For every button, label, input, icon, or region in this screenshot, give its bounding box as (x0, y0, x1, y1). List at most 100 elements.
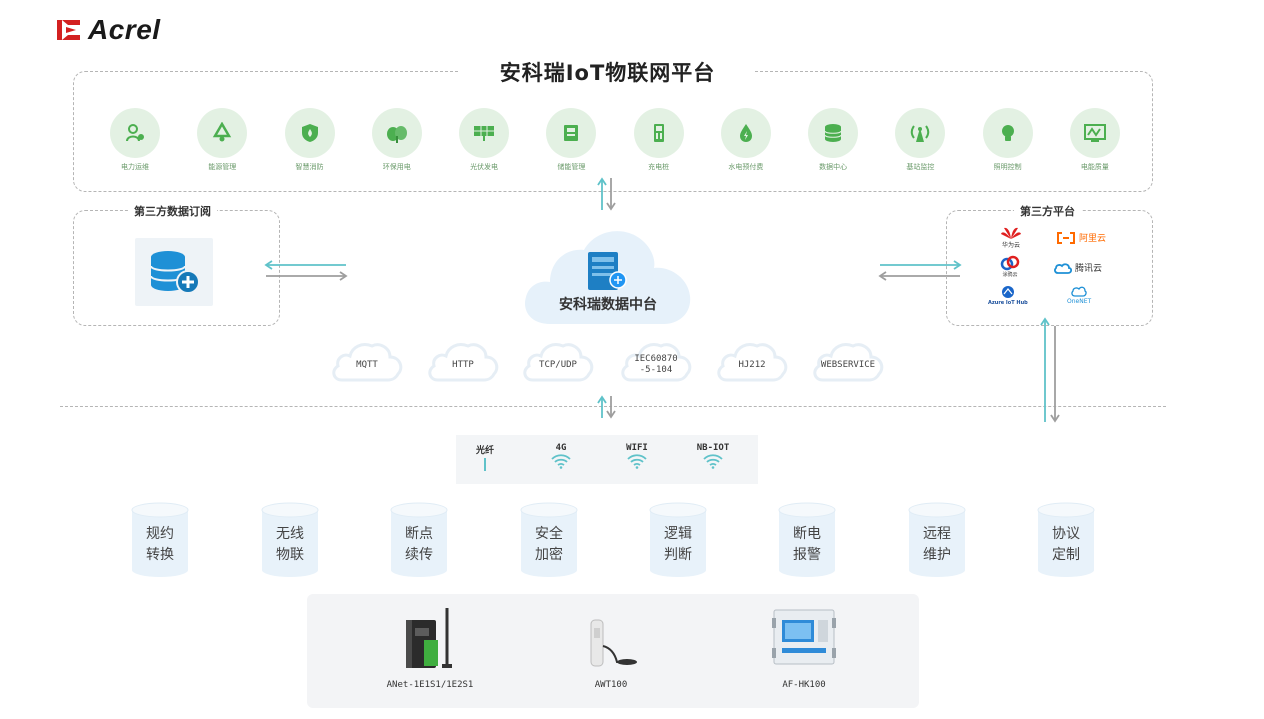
recycle-icon (197, 108, 248, 158)
feature-cylinder[interactable]: 规约转换 (130, 502, 190, 578)
feature-label: 断点续传 (405, 526, 433, 563)
protocol-label: HJ212 (738, 360, 766, 370)
cylinder-shape (778, 502, 836, 577)
feature-cylinder[interactable]: 逻辑判断 (648, 502, 708, 578)
tencent-cloud-logo[interactable]: 腾讯云 (1054, 261, 1102, 274)
protocol-label: WEBSERVICE (820, 360, 876, 370)
storage-icon (546, 108, 597, 158)
azure-icon (1001, 286, 1014, 298)
third-party-platform-box (946, 210, 1153, 326)
tencent-cloud-icon (1054, 262, 1072, 274)
connectivity-label: NB-IOT (696, 443, 730, 453)
third-party-subscription-title: 第三方数据订阅 (128, 203, 217, 219)
connectivity-item[interactable]: 4G (526, 443, 596, 473)
app-item[interactable]: 储能管理 (536, 108, 606, 172)
protocol-label: MQTT (356, 360, 378, 370)
protocol-cloud[interactable]: MQTT (330, 338, 404, 384)
protocol-label: -5-104 (639, 365, 673, 375)
app-label: 充电桩 (648, 163, 670, 171)
fiber-icon (484, 458, 486, 471)
wifi-signal-icon (703, 454, 723, 469)
app-item[interactable]: 光伏发电 (449, 108, 519, 172)
cylinder-shape (908, 502, 966, 577)
fire-shield-icon (284, 108, 335, 158)
data-center-cloud-icon[interactable] (520, 222, 696, 330)
connectivity-panel: 光纤 4G WIFI NB-IOT (456, 435, 758, 484)
app-item[interactable]: 基站监控 (885, 108, 955, 172)
app-label: 数据中心 (819, 163, 848, 171)
protocol-label: TCP/UDP (539, 360, 577, 370)
protocol-cloud-icon (428, 343, 499, 382)
cylinder-shape (390, 502, 448, 577)
app-label: 储能管理 (557, 163, 586, 171)
wifi-signal-icon (627, 454, 647, 469)
connectivity-item[interactable]: 光纤 (450, 443, 520, 476)
device-label: AF-HK100 (782, 680, 826, 690)
feature-cylinder[interactable]: 安全加密 (519, 502, 579, 578)
azure-logo[interactable]: Azure IoT Hub (988, 285, 1028, 306)
app-item[interactable]: 电力运维 (100, 108, 170, 172)
app-label: 能源管理 (208, 163, 237, 171)
tuya-logo[interactable]: 涂鸦云 (1000, 255, 1020, 278)
subscription-exchange-arrows-icon (264, 260, 348, 281)
app-item[interactable]: 充电桩 (624, 108, 694, 172)
huawei-icon (1001, 227, 1021, 239)
protocol-cloud-icon (621, 343, 692, 382)
protocol-cloud[interactable]: WEBSERVICE (811, 338, 885, 384)
app-item[interactable]: 数据中心 (798, 108, 868, 172)
app-item[interactable]: 环保用电 (362, 108, 432, 172)
connectivity-item[interactable]: NB-IOT (678, 443, 748, 473)
protocol-cloud-icon (813, 343, 884, 382)
connectivity-label: 4G (555, 443, 567, 453)
af-hk100-device-icon[interactable] (772, 608, 836, 668)
app-label: 水电预付费 (728, 163, 764, 171)
third-party-platform-title: 第三方平台 (1014, 203, 1081, 219)
tuya-label: 涂鸦云 (1002, 272, 1018, 278)
protocol-cloud[interactable]: TCP/UDP (521, 338, 595, 384)
app-item[interactable]: 电能质量 (1060, 108, 1130, 172)
onenet-icon (1071, 286, 1087, 297)
protocol-cloud[interactable]: HTTP (426, 338, 500, 384)
feature-cylinder[interactable]: 无线物联 (260, 502, 320, 578)
feature-cylinder[interactable]: 断点续传 (389, 502, 449, 578)
app-item[interactable]: 水电预付费 (711, 108, 781, 172)
protocol-cloud-icon (717, 343, 788, 382)
protocol-label: HTTP (452, 360, 474, 370)
connectivity-item[interactable]: WIFI (602, 443, 672, 473)
maintenance-icon (110, 108, 160, 158)
solar-panel-icon (459, 108, 510, 158)
app-item[interactable]: 能源管理 (187, 108, 257, 172)
feature-label: 无线物联 (276, 526, 304, 563)
protocol-cloud[interactable]: HJ212 (715, 338, 789, 384)
cylinder-shape (649, 502, 707, 577)
aliyun-logo[interactable]: 阿里云 (1056, 231, 1106, 244)
bulb-icon (982, 108, 1033, 158)
antenna-icon (895, 108, 946, 158)
azure-label: Azure IoT Hub (988, 300, 1028, 306)
database-icon (808, 108, 859, 158)
awt100-device-icon[interactable] (585, 618, 641, 670)
gateway-exchange-arrows-icon (597, 395, 616, 419)
leaf-icon (371, 108, 422, 158)
aliyun-icon (1057, 231, 1075, 244)
feature-cylinder[interactable]: 协议定制 (1036, 502, 1096, 578)
anet-gateway-device-icon[interactable] (398, 606, 462, 672)
device-label: ANet-1E1S1/1E2S1 (386, 680, 474, 690)
feature-cylinder[interactable]: 远程维护 (907, 502, 967, 578)
layer-divider (60, 406, 1166, 407)
feature-cylinder[interactable]: 断电报警 (777, 502, 837, 578)
feature-label: 协议定制 (1052, 526, 1080, 563)
huawei-cloud-logo[interactable]: 华为云 (1000, 226, 1022, 249)
app-label: 电力运维 (121, 163, 149, 171)
app-item[interactable]: 智慧消防 (275, 108, 345, 172)
acrel-logo-mark-icon (56, 17, 82, 43)
meter-icon (1069, 108, 1120, 158)
protocol-cloud[interactable]: IEC60870 -5-104 (619, 338, 693, 384)
third-party-uplink-arrows-icon (1040, 317, 1060, 423)
platform-title: 安科瑞IoT物联网平台 (460, 57, 755, 87)
onenet-logo[interactable]: OneNET (1067, 285, 1091, 305)
database-add-icon[interactable] (135, 238, 213, 306)
connectivity-label: 光纤 (475, 446, 494, 456)
device-label: AWT100 (594, 680, 628, 690)
app-item[interactable]: 照明控制 (973, 108, 1043, 172)
